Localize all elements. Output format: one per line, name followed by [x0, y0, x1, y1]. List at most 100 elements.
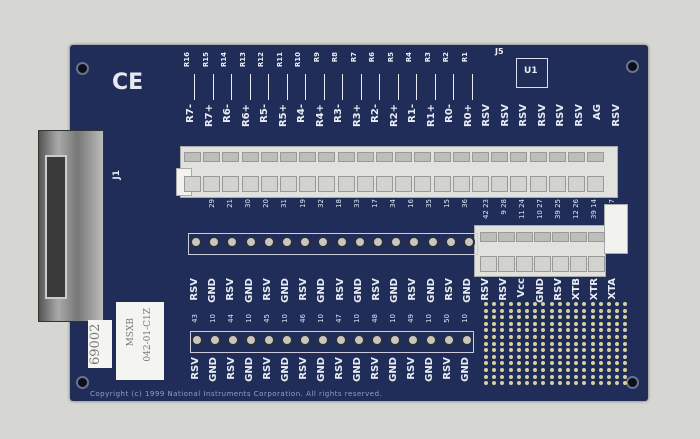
- header-pin[interactable]: [263, 334, 275, 346]
- terminal-screw[interactable]: [337, 152, 355, 162]
- terminal-screw[interactable]: [534, 232, 551, 242]
- pin-number: 17: [370, 199, 379, 208]
- terminal-screw[interactable]: [552, 232, 569, 242]
- terminal-screw[interactable]: [452, 152, 470, 162]
- header-pin[interactable]: [191, 334, 203, 346]
- terminal-screw[interactable]: [510, 152, 528, 162]
- terminal-screw[interactable]: [414, 152, 432, 162]
- terminal-screw[interactable]: [203, 152, 221, 162]
- pin-number: 10: [389, 314, 397, 323]
- terminal-wire-slot[interactable]: [480, 256, 497, 272]
- terminal-wire-slot[interactable]: [260, 176, 278, 192]
- terminal-wire-slot[interactable]: [376, 176, 393, 192]
- header-pin[interactable]: [299, 236, 312, 248]
- terminal-screw[interactable]: [280, 152, 297, 162]
- terminal-screw[interactable]: [491, 152, 509, 162]
- terminal-wire-slot[interactable]: [510, 176, 528, 192]
- terminal-wire-slot[interactable]: [203, 176, 221, 192]
- header-pin[interactable]: [262, 236, 275, 248]
- terminal-wire-slot[interactable]: [356, 176, 374, 192]
- terminal-wire-slot[interactable]: [395, 176, 413, 192]
- terminal-screw[interactable]: [480, 232, 497, 242]
- proto-hole: [598, 354, 603, 359]
- terminal-wire-slot[interactable]: [184, 176, 201, 192]
- resistor-label: R3: [423, 52, 432, 63]
- header-pin[interactable]: [245, 334, 257, 346]
- terminal-wire-slot[interactable]: [588, 256, 605, 272]
- proto-hole: [623, 368, 628, 372]
- header-pin[interactable]: [444, 236, 457, 248]
- terminal-wire-slot[interactable]: [414, 176, 432, 192]
- header-pin[interactable]: [299, 334, 311, 346]
- header-pin[interactable]: [407, 334, 419, 346]
- terminal-screw[interactable]: [260, 152, 278, 162]
- header-pin[interactable]: [244, 236, 257, 248]
- terminal-screw[interactable]: [588, 232, 605, 242]
- terminal-wire-slot[interactable]: [452, 176, 470, 192]
- proto-hole: [623, 308, 628, 313]
- terminal-wire-slot[interactable]: [529, 176, 547, 192]
- proto-hole: [607, 328, 611, 333]
- terminal-screw[interactable]: [222, 152, 240, 162]
- terminal-wire-slot[interactable]: [491, 176, 509, 192]
- header-pin[interactable]: [190, 236, 202, 248]
- terminal-screw[interactable]: [376, 152, 393, 162]
- terminal-wire-slot[interactable]: [337, 176, 355, 192]
- header-pin[interactable]: [335, 334, 347, 346]
- terminal-screw[interactable]: [318, 152, 336, 162]
- terminal-wire-slot[interactable]: [570, 256, 587, 272]
- header-pin[interactable]: [317, 236, 330, 248]
- terminal-wire-slot[interactable]: [568, 176, 585, 192]
- terminal-wire-slot[interactable]: [433, 176, 451, 192]
- terminal-screw[interactable]: [568, 152, 585, 162]
- header-pin[interactable]: [463, 236, 475, 248]
- proto-hole: [533, 308, 538, 313]
- header-pin[interactable]: [425, 334, 437, 346]
- terminal-wire-slot[interactable]: [318, 176, 336, 192]
- terminal-screw[interactable]: [548, 152, 566, 162]
- header-pin[interactable]: [390, 236, 403, 248]
- terminal-screw[interactable]: [498, 232, 515, 242]
- pin-number: 35: [425, 199, 434, 208]
- header-pin[interactable]: [426, 236, 439, 248]
- terminal-screw[interactable]: [356, 152, 374, 162]
- terminal-wire-slot[interactable]: [587, 176, 605, 192]
- terminal-screw[interactable]: [570, 232, 587, 242]
- terminal-screw[interactable]: [433, 152, 451, 162]
- header-pin[interactable]: [281, 334, 293, 346]
- header-pin[interactable]: [389, 334, 401, 346]
- header-pin[interactable]: [227, 334, 239, 346]
- header-pin[interactable]: [443, 334, 455, 346]
- terminal-wire-slot[interactable]: [299, 176, 317, 192]
- header-pin[interactable]: [408, 236, 421, 248]
- terminal-screw[interactable]: [299, 152, 317, 162]
- terminal-wire-slot[interactable]: [516, 256, 533, 272]
- terminal-screw[interactable]: [241, 152, 259, 162]
- terminal-screw[interactable]: [184, 152, 201, 162]
- header-pin[interactable]: [335, 236, 348, 248]
- header-pin[interactable]: [317, 334, 329, 346]
- header-pin[interactable]: [226, 236, 239, 248]
- header-pin[interactable]: [208, 236, 221, 248]
- terminal-screw[interactable]: [587, 152, 605, 162]
- terminal-wire-slot[interactable]: [241, 176, 259, 192]
- terminal-screw[interactable]: [472, 152, 489, 162]
- header-pin[interactable]: [461, 334, 473, 346]
- terminal-wire-slot[interactable]: [534, 256, 551, 272]
- header-pin[interactable]: [371, 334, 383, 346]
- terminal-wire-slot[interactable]: [498, 256, 515, 272]
- terminal-screw[interactable]: [395, 152, 413, 162]
- header-pin[interactable]: [353, 334, 365, 346]
- terminal-wire-slot[interactable]: [548, 176, 566, 192]
- scsi-connector-j1[interactable]: [38, 130, 104, 322]
- terminal-wire-slot[interactable]: [472, 176, 489, 192]
- header-pin[interactable]: [281, 236, 293, 248]
- terminal-wire-slot[interactable]: [552, 256, 569, 272]
- terminal-screw[interactable]: [516, 232, 533, 242]
- terminal-screw[interactable]: [529, 152, 547, 162]
- header-pin[interactable]: [353, 236, 366, 248]
- header-pin[interactable]: [209, 334, 221, 346]
- terminal-wire-slot[interactable]: [280, 176, 297, 192]
- header-pin[interactable]: [372, 236, 384, 248]
- terminal-wire-slot[interactable]: [222, 176, 240, 192]
